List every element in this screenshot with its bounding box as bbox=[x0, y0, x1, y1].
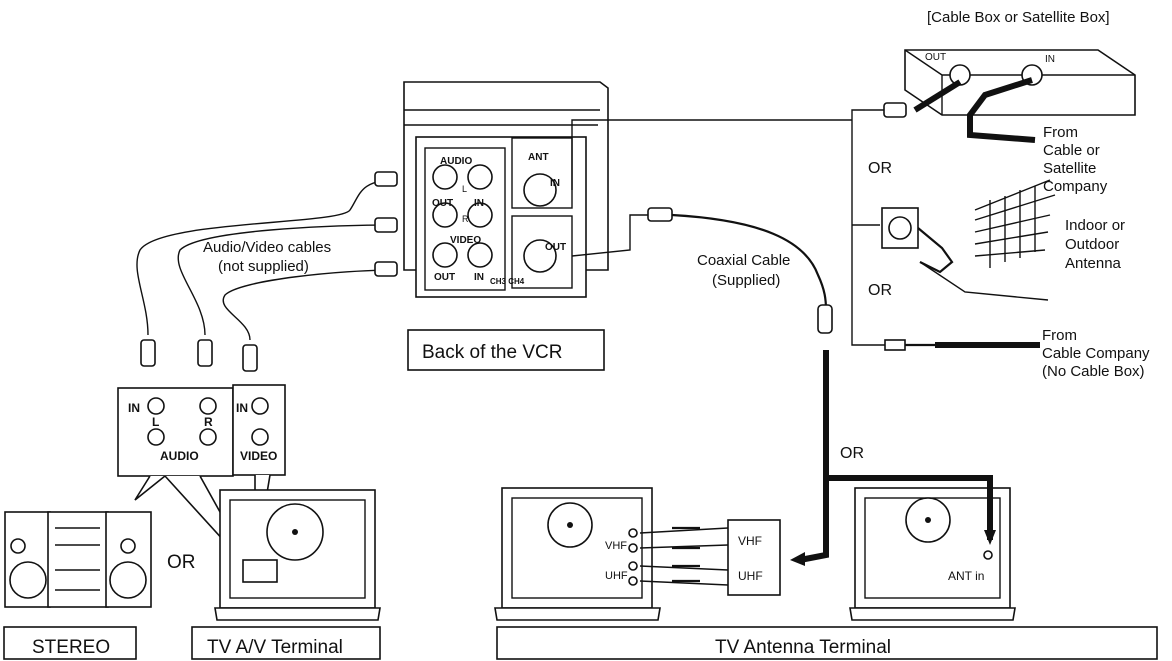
audio-l-label: L bbox=[152, 415, 159, 429]
or-right-label: OR bbox=[840, 445, 864, 462]
tv-antenna-left-icon: VHF UHF bbox=[494, 487, 661, 621]
from-cable-sat-label: From Cable or Satellite Company bbox=[1043, 124, 1108, 195]
tv-antenna-frame bbox=[496, 626, 1158, 660]
tv-antenna-label: TV Antenna Terminal bbox=[715, 637, 891, 658]
uhf-switch-label: UHF bbox=[738, 569, 763, 583]
from-cable-company-label: From Cable Company (No Cable Box) bbox=[1042, 327, 1154, 380]
vcr-ant-out-label: OUT bbox=[545, 242, 566, 253]
video-in-label: IN bbox=[236, 401, 248, 415]
feed-to-splitter bbox=[799, 478, 829, 563]
audio-label: AUDIO bbox=[160, 449, 199, 463]
vcr-ant-in-label: IN bbox=[550, 178, 560, 189]
uhf-tv-label: UHF bbox=[605, 570, 628, 582]
back-vcr-frame bbox=[407, 329, 605, 371]
back-vcr-title: Back of the VCR bbox=[422, 342, 562, 363]
stereo-label: STEREO bbox=[32, 637, 110, 658]
vhf-switch-label: VHF bbox=[738, 534, 762, 548]
ant-in-label: ANT in bbox=[948, 569, 984, 583]
vcr-back-panel: AUDIO OUT IN L R VIDEO OUT IN ANT IN OUT… bbox=[403, 81, 609, 298]
coax-plug-vcr bbox=[647, 207, 673, 222]
tv-av-frame bbox=[191, 626, 381, 660]
tv-av-label: TV A/V Terminal bbox=[207, 637, 343, 658]
tv-antenna-right-icon: ANT in bbox=[849, 487, 1016, 621]
feed-to-ant-in bbox=[823, 350, 993, 540]
stereo-frame bbox=[3, 626, 137, 660]
cable-plug bbox=[884, 339, 906, 351]
or-label-1: OR bbox=[868, 160, 892, 177]
coax-label: Coaxial Cable bbox=[697, 252, 790, 269]
vcr-audio-out-label: OUT bbox=[432, 198, 453, 209]
av-not-supplied-label: (not supplied) bbox=[218, 258, 309, 275]
vhf-uhf-splitter: VHF UHF bbox=[639, 519, 781, 596]
box-connector bbox=[883, 102, 907, 118]
vcr-video-label: VIDEO bbox=[450, 235, 481, 246]
vcr-video-in-label: IN bbox=[474, 272, 484, 283]
vcr-video-out-label: OUT bbox=[434, 272, 455, 283]
coax-plug-tv bbox=[817, 304, 833, 334]
or-left-label: OR bbox=[167, 552, 196, 573]
or-label-2: OR bbox=[868, 282, 892, 299]
av-cables-label: Audio/Video cables bbox=[203, 239, 331, 256]
cable-box-title: [Cable Box or Satellite Box] bbox=[927, 9, 1110, 26]
vcr-l-label: L bbox=[462, 184, 467, 194]
vcr-ch-label: CH3 CH4 bbox=[490, 277, 525, 286]
video-label: VIDEO bbox=[240, 449, 277, 463]
box-out-label: OUT bbox=[925, 52, 946, 63]
vhf-tv-label: VHF bbox=[605, 540, 627, 552]
box-out-wire bbox=[913, 79, 962, 113]
coax-supplied-label: (Supplied) bbox=[712, 272, 780, 289]
audio-in-label: IN bbox=[128, 401, 140, 415]
vcr-r-label: R bbox=[462, 214, 469, 224]
audio-r-label: R bbox=[204, 415, 213, 429]
cable-company-wire bbox=[967, 77, 1036, 143]
vcr-ant-label: ANT bbox=[528, 152, 549, 163]
av-cables bbox=[136, 171, 398, 372]
antenna-icon bbox=[881, 179, 1056, 301]
tv-av-icon bbox=[214, 489, 381, 621]
vcr-audio-in-label: IN bbox=[474, 198, 484, 209]
stereo-icon bbox=[4, 511, 152, 608]
antenna-label: Indoor or Outdoor Antenna bbox=[1065, 217, 1129, 272]
vcr-audio-label: AUDIO bbox=[440, 156, 472, 167]
coax-cable-line bbox=[671, 213, 828, 311]
box-in-label: IN bbox=[1045, 54, 1055, 65]
